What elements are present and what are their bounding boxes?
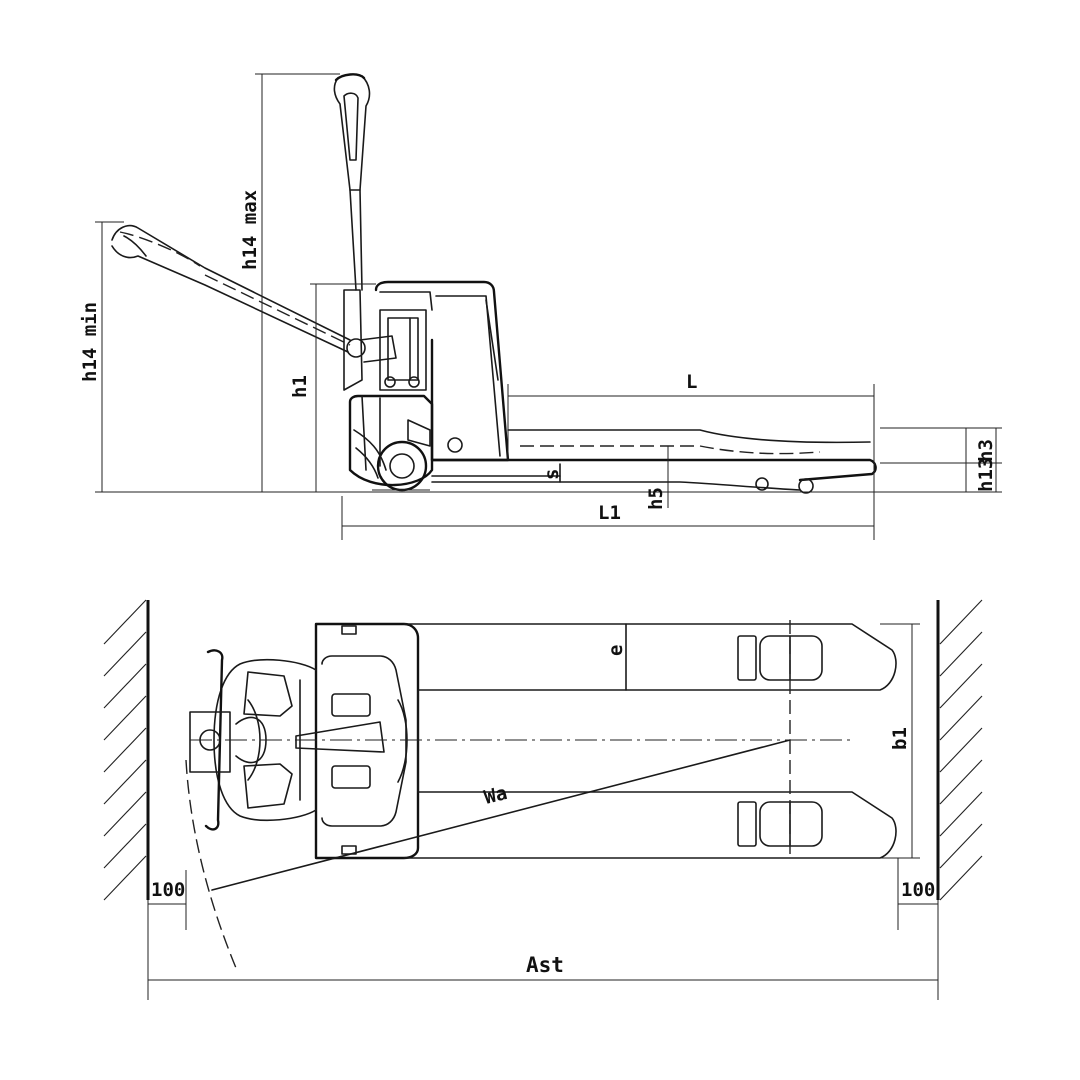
label-L1: L1	[598, 502, 621, 524]
hatch-line	[939, 759, 983, 805]
tiller-upright	[333, 73, 371, 291]
hatch-line	[103, 695, 147, 741]
hatch-line	[103, 663, 147, 709]
truck-body	[343, 280, 510, 462]
hatch-line	[103, 599, 147, 645]
hatch-line	[103, 759, 147, 805]
label-clearance-right: 100	[901, 879, 935, 901]
hatch-line	[939, 631, 983, 677]
label-h1: h1	[289, 375, 311, 398]
side-dimensions	[95, 73, 1002, 540]
hatch-line	[103, 631, 147, 677]
top-view: e b1 Wa 100 100 Ast	[103, 599, 983, 1000]
label-h14-max: h14 max	[239, 190, 261, 270]
label-e: e	[605, 645, 627, 656]
hatch-line	[939, 727, 983, 773]
wall-hatch-right	[939, 599, 983, 901]
label-clearance-left: 100	[151, 879, 185, 901]
hatch-line	[103, 791, 147, 837]
tiller-lowered	[111, 224, 351, 353]
label-h14-min: h14 min	[79, 302, 101, 382]
drive-wheel	[348, 394, 434, 492]
label-b1: b1	[889, 727, 911, 750]
label-h13: h13	[975, 458, 997, 492]
truck-body-top	[189, 622, 420, 860]
hatch-line	[939, 791, 983, 837]
side-view: h14 max h14 min h1 L h3 h13 s h5 L1	[79, 73, 1002, 540]
forks-side	[430, 429, 877, 494]
hatch-line	[103, 823, 147, 869]
wall-hatch-left	[103, 599, 147, 901]
label-L: L	[686, 371, 697, 393]
hatch-line	[939, 663, 983, 709]
hatch-line	[939, 599, 983, 645]
hatch-line	[939, 823, 983, 869]
swing-arc	[185, 759, 237, 969]
hatch-line	[939, 855, 983, 901]
label-s: s	[541, 469, 563, 480]
hatch-line	[103, 855, 147, 901]
label-ast: Ast	[526, 953, 564, 977]
hatch-line	[103, 727, 147, 773]
label-wa: Wa	[482, 782, 510, 809]
label-h5: h5	[645, 487, 667, 510]
label-h3: h3	[975, 439, 997, 462]
hatch-line	[939, 695, 983, 741]
turning-radius-line	[211, 739, 791, 891]
